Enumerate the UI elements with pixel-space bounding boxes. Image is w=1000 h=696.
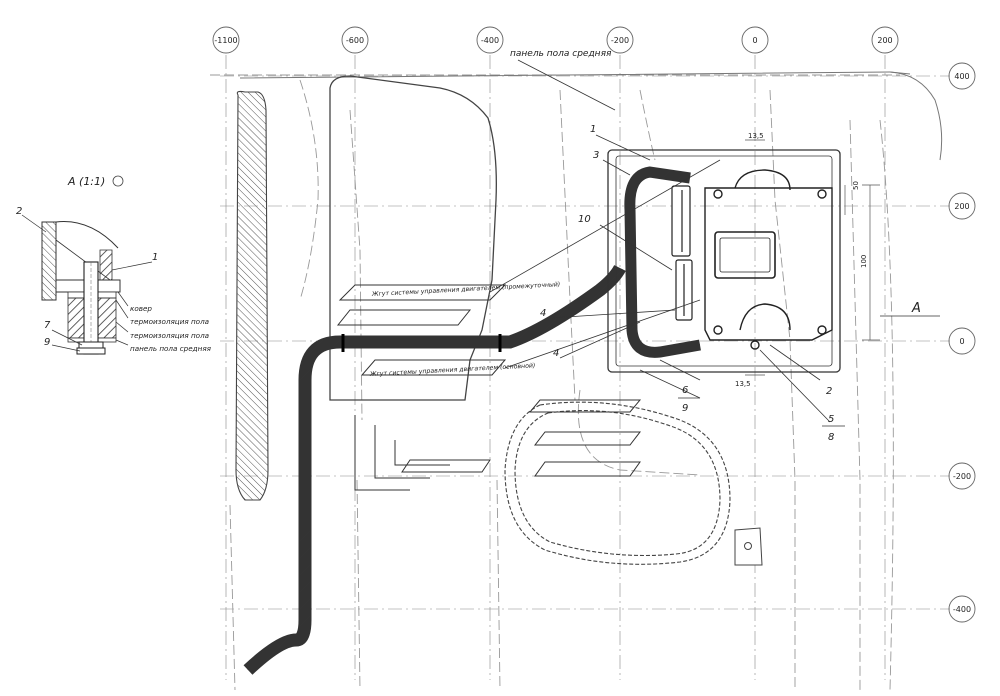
dimension-lines bbox=[745, 139, 880, 376]
callout-4a: 4 bbox=[540, 308, 546, 319]
callout-3: 3 bbox=[593, 150, 599, 161]
seat-pad-shape bbox=[329, 75, 497, 401]
dim-top: 13,5 bbox=[748, 132, 764, 140]
layer-label-1: ковер bbox=[130, 304, 152, 313]
top-panel-edge bbox=[239, 71, 943, 161]
grid-label-x-1: -1100 bbox=[214, 36, 237, 45]
grid-label-y-1: 400 bbox=[954, 72, 969, 81]
grid-label-x-2: -600 bbox=[346, 36, 364, 45]
floor-panel-outline bbox=[210, 74, 900, 691]
dim-bottom: 13,5 bbox=[735, 380, 751, 388]
layer-label-2: термоизоляция пола bbox=[130, 317, 209, 326]
grid-label-x-4: -200 bbox=[611, 36, 629, 45]
callout-2: 2 bbox=[826, 386, 832, 397]
section-title-circle bbox=[112, 175, 124, 187]
callout-9a: 9 bbox=[682, 403, 688, 414]
grid-bubbles-y bbox=[948, 62, 976, 623]
section-view: A (1:1) 2 1 7 9 ковер bbox=[16, 175, 212, 355]
section-num-1: 1 bbox=[152, 252, 158, 263]
callout-6: 6 bbox=[682, 385, 688, 396]
dim-side: 50 bbox=[852, 181, 860, 190]
grid-label-y-2: 200 bbox=[954, 202, 969, 211]
dim-height: 100 bbox=[860, 255, 868, 268]
grid-label-y-5: -400 bbox=[953, 605, 971, 614]
side-rail bbox=[235, 90, 269, 501]
panel-label: панель пола средняя bbox=[510, 49, 612, 59]
grid-label-x-5: 0 bbox=[752, 36, 757, 45]
callout-5: 5 bbox=[828, 414, 834, 425]
harness-label-lower: Жгут системы управления двигателем (осно… bbox=[369, 362, 536, 378]
view-a-marker: A bbox=[911, 301, 921, 316]
small-bracket bbox=[734, 527, 763, 566]
ecu-module bbox=[704, 169, 833, 350]
harness-label-upper: Жгут системы управления двигателем (пром… bbox=[371, 281, 561, 298]
grid-bubbles-x bbox=[212, 26, 899, 54]
section-num-7: 7 bbox=[44, 320, 51, 331]
grid-label-y-3: 0 bbox=[959, 337, 964, 346]
leader-lines bbox=[489, 59, 940, 423]
section-title: A (1:1) bbox=[67, 175, 105, 188]
cable-harness bbox=[243, 264, 626, 675]
ecu-bracket bbox=[607, 149, 841, 373]
connectors bbox=[671, 185, 693, 321]
callout-10: 10 bbox=[578, 214, 591, 225]
cable-loop bbox=[624, 166, 701, 358]
grid-label-x-3: -400 bbox=[481, 36, 499, 45]
callout-1: 1 bbox=[590, 124, 596, 135]
callout-8: 8 bbox=[828, 432, 834, 443]
callout-underlines bbox=[678, 397, 845, 427]
grid-label-x-6: 200 bbox=[877, 36, 892, 45]
callout-4b: 4 bbox=[553, 348, 559, 359]
section-num-2: 2 bbox=[16, 206, 22, 217]
label-plates bbox=[336, 284, 642, 491]
layer-label-4: панель пола средняя bbox=[130, 344, 212, 353]
section-num-9: 9 bbox=[44, 337, 50, 348]
layer-label-3: термоизоляция пола bbox=[130, 331, 209, 340]
grid-label-y-4: -200 bbox=[953, 472, 971, 481]
floor-oval bbox=[504, 401, 731, 565]
